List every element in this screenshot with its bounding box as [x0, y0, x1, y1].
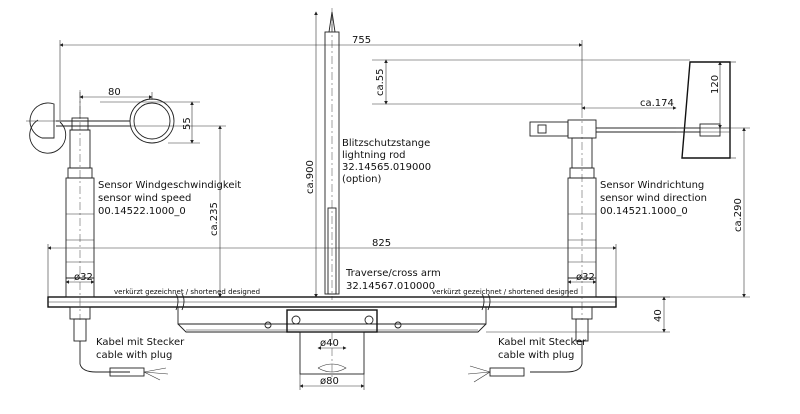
- dim-traverse-width: 825: [372, 238, 391, 249]
- dim-vane-length: ca.174: [640, 98, 674, 109]
- dim-right-diameter: ø32: [576, 272, 595, 283]
- dim-left-diameter: ø32: [74, 272, 93, 283]
- svg-text:Kabel mit Stecker: Kabel mit Stecker: [498, 337, 587, 348]
- label-shortened-right: verkürzt gezeichnet / shortened designed: [432, 288, 578, 296]
- dim-mount-outer: ø80: [320, 376, 339, 387]
- dim-mount-inner: ø40: [320, 338, 339, 349]
- dim-overall-width: 755: [352, 35, 371, 46]
- dimension-lines: [47, 11, 750, 390]
- svg-text:Kabel mit Stecker: Kabel mit Stecker: [96, 337, 185, 348]
- label-lightning-rod: Blitzschutzstange lightning rod 32.14565…: [342, 138, 431, 185]
- svg-text:32.14567.010000: 32.14567.010000: [346, 281, 435, 292]
- svg-text:lightning rod: lightning rod: [342, 150, 406, 161]
- label-direction-sensor: Sensor Windrichtung sensor wind directio…: [600, 180, 707, 217]
- svg-text:cable with plug: cable with plug: [498, 350, 574, 361]
- dim-direction-sensor-height: ca.290: [733, 198, 744, 232]
- svg-text:00.14522.1000_0: 00.14522.1000_0: [98, 206, 186, 217]
- lightning-rod: [324, 8, 340, 300]
- svg-text:(option): (option): [342, 174, 382, 185]
- wind-speed-sensor: [26, 90, 175, 381]
- dim-speed-sensor-height: ca.235: [209, 202, 220, 236]
- label-cable-right: Kabel mit Stecker cable with plug: [498, 337, 587, 361]
- svg-text:cable with plug: cable with plug: [96, 350, 172, 361]
- svg-text:00.14521.1000_0: 00.14521.1000_0: [600, 206, 688, 217]
- wind-direction-sensor: [467, 61, 731, 383]
- label-cable-left: Kabel mit Stecker cable with plug: [96, 337, 185, 361]
- svg-text:sensor wind speed: sensor wind speed: [98, 193, 191, 204]
- dim-arm-height: 40: [653, 309, 664, 322]
- svg-text:Sensor Windgeschwindigkeit: Sensor Windgeschwindigkeit: [98, 180, 241, 191]
- label-shortened-left: verkürzt gezeichnet / shortened designed: [114, 288, 260, 296]
- dim-cup-span: 80: [108, 87, 121, 98]
- svg-text:Traverse/cross arm: Traverse/cross arm: [345, 268, 441, 279]
- dim-rod-height: ca.900: [305, 160, 316, 194]
- svg-text:32.14565.019000: 32.14565.019000: [342, 162, 431, 173]
- cross-arm: [47, 293, 617, 380]
- label-traverse: Traverse/cross arm 32.14567.010000: [345, 268, 441, 292]
- label-speed-sensor: Sensor Windgeschwindigkeit sensor wind s…: [98, 180, 241, 217]
- dim-cup-height: 55: [182, 117, 193, 130]
- svg-text:Blitzschutzstange: Blitzschutzstange: [342, 138, 430, 149]
- dim-vane-height: 120: [710, 75, 721, 94]
- svg-text:sensor wind direction: sensor wind direction: [600, 193, 707, 204]
- dim-vane-offset: ca.55: [375, 68, 386, 96]
- svg-text:Sensor Windrichtung: Sensor Windrichtung: [600, 180, 704, 191]
